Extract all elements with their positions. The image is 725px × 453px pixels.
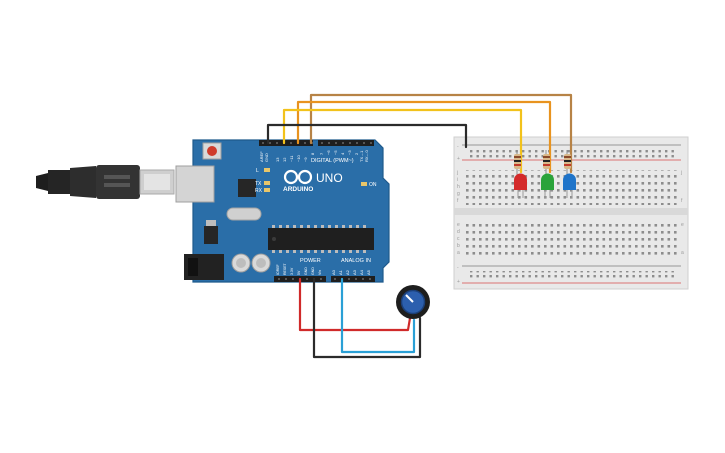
pin-label-12: 12 xyxy=(282,157,287,162)
pin-label-a4: A4 xyxy=(359,269,364,275)
pin-label-a1: A1 xyxy=(338,269,343,275)
analog-label: ANALOG IN xyxy=(341,258,371,264)
wire-yellow xyxy=(282,108,523,174)
wire-black-gnd xyxy=(312,277,422,359)
label-on: ON xyxy=(369,182,377,188)
led-red xyxy=(514,173,527,198)
gnd-top-label: GND xyxy=(264,153,269,162)
wire-cyan-a0 xyxy=(340,277,416,354)
rail-holes-bottom[interactable] xyxy=(470,271,676,280)
rail-plus-label-bottom: + xyxy=(457,279,460,285)
label-tx: TX xyxy=(255,181,262,187)
digital-label: DIGITAL (PWM~) xyxy=(311,158,354,164)
pin-label-a0: A0 xyxy=(331,269,336,275)
breadboard-center-channel xyxy=(454,208,688,215)
pin-label-4: 4 xyxy=(340,152,345,155)
pin-label-a5: A5 xyxy=(366,269,371,275)
potentiometer-knob-indicator xyxy=(405,294,414,303)
rx0-label: RX←0 xyxy=(364,149,369,162)
rail-holes-top[interactable] xyxy=(470,149,676,158)
pin-label-5: ~5 xyxy=(333,150,338,155)
crystal xyxy=(226,207,262,221)
regulator xyxy=(204,226,218,244)
row-label-f-right: f xyxy=(681,198,683,204)
leds[interactable] xyxy=(514,173,576,199)
row-label-a-right: a xyxy=(681,250,684,256)
pin-label-ioref: IOREF xyxy=(276,264,280,275)
label-rx: RX xyxy=(255,188,263,194)
wire-red-5v xyxy=(298,277,412,332)
terminal-holes-bottom[interactable] xyxy=(466,222,678,257)
rail-minus-label-top: - xyxy=(457,144,459,150)
pin-label-5v: 5V xyxy=(297,270,301,275)
wire-black-top xyxy=(266,123,468,149)
rail-plus-label-top: + xyxy=(457,156,460,162)
row-label-i: i xyxy=(457,177,458,183)
pin-label-gnd1: GND xyxy=(304,267,308,275)
row-label-b: b xyxy=(457,243,460,249)
pin-label-7: 7 xyxy=(319,152,324,155)
pin-label-9: ~9 xyxy=(303,157,308,162)
resistor-2 xyxy=(543,150,550,180)
wire-brown xyxy=(309,93,573,174)
pin-label-2: 2 xyxy=(354,152,359,155)
aref-label: AREF xyxy=(259,151,264,162)
led-on xyxy=(361,182,367,186)
row-label-d: d xyxy=(457,229,460,235)
led-tx xyxy=(264,181,270,185)
row-label-j-right: j xyxy=(680,170,682,176)
row-label-g: g xyxy=(457,191,460,197)
row-label-c: c xyxy=(457,236,460,242)
row-label-h: h xyxy=(457,184,460,190)
model-text: UNO xyxy=(316,171,343,185)
chip-pins-top xyxy=(272,225,366,228)
rail-minus-label-bottom: - xyxy=(457,265,459,271)
digital-header-right xyxy=(318,140,374,146)
atmega-chip xyxy=(268,228,374,250)
arduino-logo: ARDUINO UNO xyxy=(283,169,343,193)
led-green xyxy=(541,173,554,198)
pin-label-8: 8 xyxy=(310,152,315,155)
pin-label-a3: A3 xyxy=(352,269,357,275)
pin-label-3v3: 3.3V xyxy=(290,267,294,275)
label-l: L xyxy=(256,168,259,174)
usb-chip xyxy=(238,179,256,197)
led-l xyxy=(264,168,270,172)
potentiometer[interactable] xyxy=(396,285,430,319)
analog-header xyxy=(331,276,375,282)
row-label-e-right: e xyxy=(681,222,684,228)
row-label-a: a xyxy=(457,250,460,256)
pin-label-gnd2: GND xyxy=(311,267,315,275)
row-label-j: j xyxy=(456,170,458,176)
pin-label-a2: A2 xyxy=(345,269,350,275)
led-rx xyxy=(264,188,270,192)
usb-jack xyxy=(175,165,215,203)
pin-label-3: ~3 xyxy=(347,150,352,155)
led-blue xyxy=(563,173,576,198)
power-label: POWER xyxy=(300,258,321,264)
tx1-label: TX→1 xyxy=(359,150,364,162)
pin-label-vin: Vin xyxy=(318,270,322,275)
arduino-board[interactable]: L TX RX ON ARDUINO UNO DIGITAL (PWM~) PO… xyxy=(175,139,390,283)
brand-text: ARDUINO xyxy=(283,186,313,193)
pin-label-6: ~6 xyxy=(326,150,331,155)
usb-cable[interactable] xyxy=(36,165,175,199)
row-label-f: f xyxy=(457,198,459,204)
digital-header-left xyxy=(259,140,313,146)
wires[interactable] xyxy=(266,93,573,359)
pin-label-10: ~10 xyxy=(296,154,301,162)
row-label-e: e xyxy=(457,222,460,228)
pin-label-reset: RESET xyxy=(283,262,287,275)
pin-label-13: 13 xyxy=(275,157,280,162)
chip-pins-bottom xyxy=(272,250,366,253)
pin-label-11: ~11 xyxy=(289,155,294,162)
wire-orange xyxy=(296,100,552,174)
